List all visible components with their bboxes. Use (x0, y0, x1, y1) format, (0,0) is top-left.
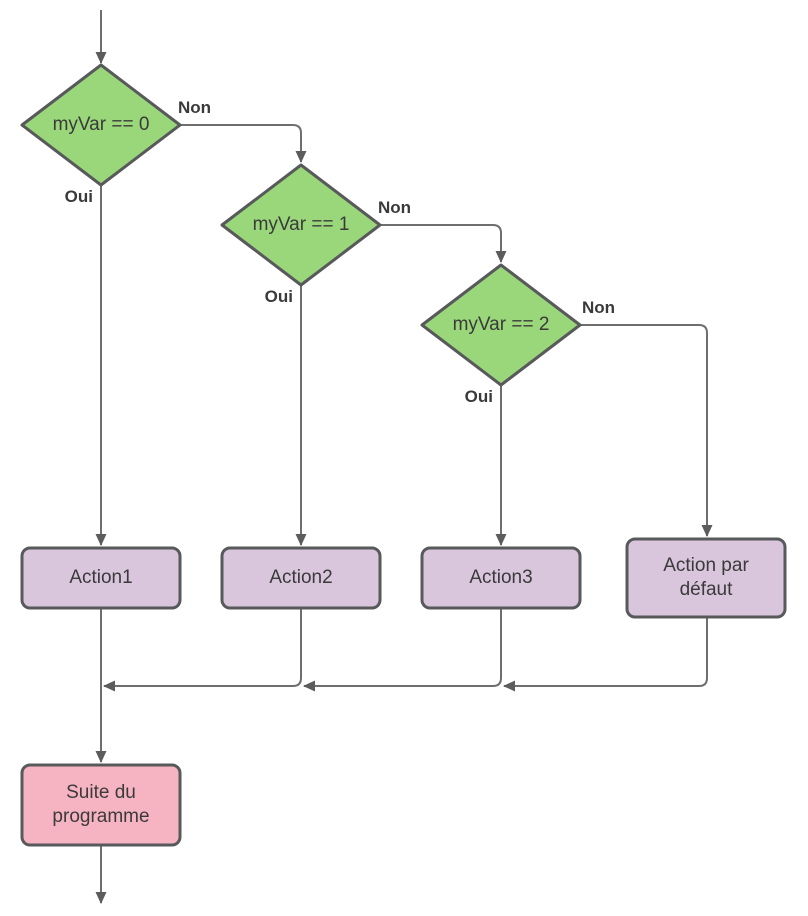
action-box-1 (220, 546, 382, 610)
edge-merge-action-default (503, 617, 708, 692)
decision-diamond-1 (220, 163, 382, 287)
decision-diamond-0 (20, 63, 182, 187)
edge-non-0 (180, 124, 307, 163)
edge-merge-action3 (303, 608, 502, 692)
edge-non-2 (580, 324, 713, 537)
edge-merge-action2 (103, 608, 302, 692)
terminal-box (20, 763, 182, 847)
action-box-2 (420, 546, 582, 610)
edge-non-1 (380, 224, 507, 263)
action-box-0 (20, 546, 182, 610)
decision-diamond-2 (420, 263, 582, 387)
action-box-default (625, 537, 787, 619)
